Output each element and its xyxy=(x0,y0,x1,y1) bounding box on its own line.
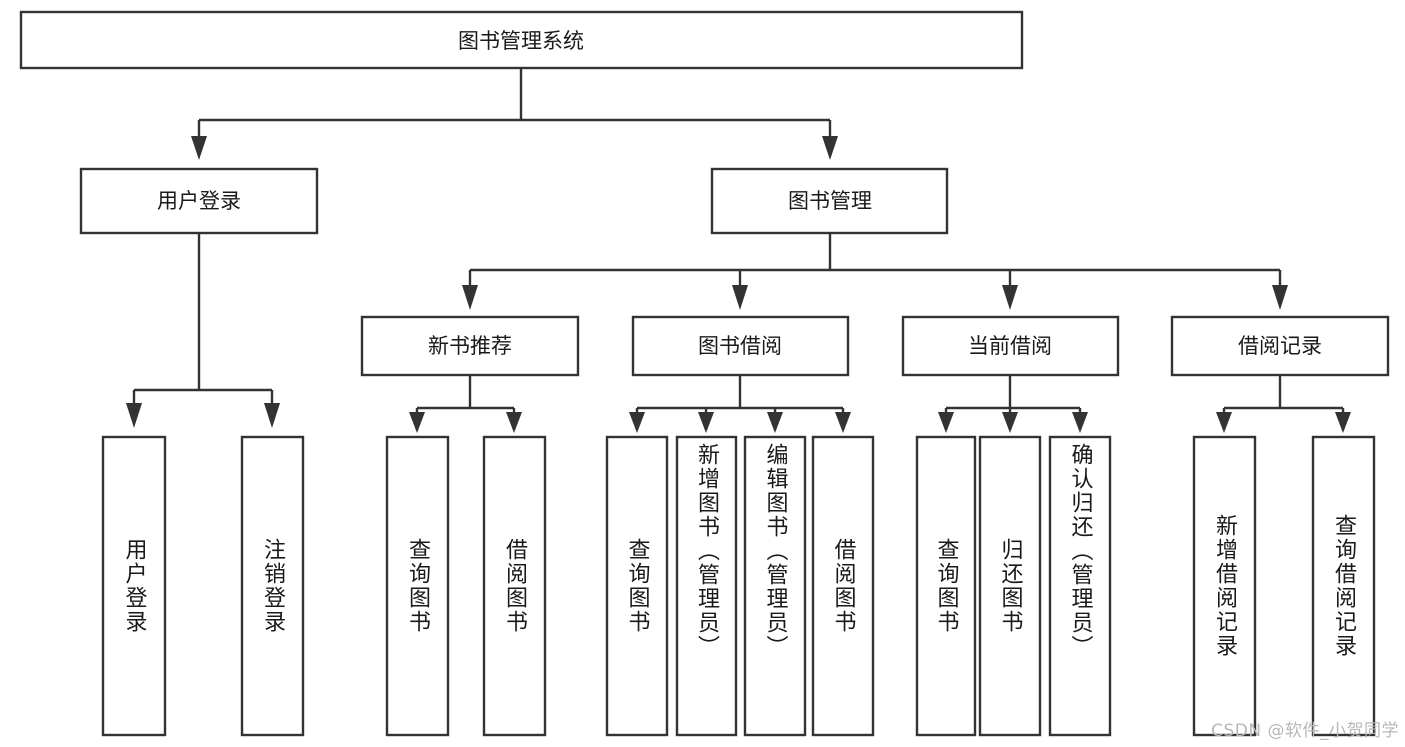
arrow-head-icon xyxy=(126,403,142,428)
node-user-login-label: 用户登录 xyxy=(157,189,241,213)
node-user-login-box[interactable] xyxy=(79,167,319,235)
node-new-book-recommend[interactable]: 新书推荐 xyxy=(360,315,580,377)
node-book-manage-label: 图书管理 xyxy=(788,189,872,213)
arrow-head-icon xyxy=(822,136,838,160)
arrow-head-icon xyxy=(506,412,522,433)
connector-userlogin-to-leaves xyxy=(126,233,280,428)
arrow-head-icon xyxy=(462,285,478,310)
arrow-head-icon xyxy=(1002,412,1018,433)
arrow-head-icon xyxy=(1272,285,1288,310)
leaf-box-add-borrow-record[interactable] xyxy=(1192,435,1257,737)
arrow-head-icon xyxy=(1002,285,1018,310)
connector-newbook-to-leaves xyxy=(409,375,522,433)
node-book-borrow-label: 图书借阅 xyxy=(698,334,782,358)
arrow-head-icon xyxy=(938,412,954,433)
leaf-box-borrow-book-1[interactable] xyxy=(482,435,547,737)
node-current-borrow[interactable]: 当前借阅 xyxy=(901,315,1120,377)
node-borrow-record-label: 借阅记录 xyxy=(1238,334,1322,358)
connector-root-to-level2 xyxy=(191,68,838,160)
node-current-borrow-label: 当前借阅 xyxy=(968,334,1052,358)
node-user-login[interactable]: 用户登录 xyxy=(79,167,319,235)
leaf-box-edit-book-admin[interactable] xyxy=(743,435,807,737)
leaf-box-query-book-1[interactable] xyxy=(385,435,450,737)
connector-bookmanage-to-level3 xyxy=(462,233,1288,310)
node-root-box[interactable] xyxy=(19,10,1024,70)
node-book-manage-box[interactable] xyxy=(710,167,949,235)
leaf-boxes-group xyxy=(101,435,1376,737)
arrow-head-icon xyxy=(835,412,851,433)
arrow-head-icon xyxy=(409,412,425,433)
leaf-box-logout-login[interactable] xyxy=(240,435,305,737)
arrow-head-icon xyxy=(1335,412,1351,433)
node-borrow-record-box[interactable] xyxy=(1170,315,1390,377)
node-new-book-recommend-box[interactable] xyxy=(360,315,580,377)
arrow-head-icon xyxy=(1216,412,1232,433)
connector-currentborrow-to-leaves xyxy=(938,375,1088,433)
arrow-head-icon xyxy=(732,285,748,310)
node-book-borrow[interactable]: 图书借阅 xyxy=(631,315,850,377)
node-borrow-record[interactable]: 借阅记录 xyxy=(1170,315,1390,377)
leaf-box-query-book-2[interactable] xyxy=(605,435,669,737)
leaf-box-user-login[interactable] xyxy=(101,435,167,737)
node-current-borrow-box[interactable] xyxy=(901,315,1120,377)
node-book-manage[interactable]: 图书管理 xyxy=(710,167,949,235)
node-new-book-recommend-label: 新书推荐 xyxy=(428,334,512,358)
arrow-head-icon xyxy=(629,412,645,433)
leaf-box-add-book-admin[interactable] xyxy=(675,435,738,737)
arrow-head-icon xyxy=(767,412,783,433)
arrow-head-icon xyxy=(698,412,714,433)
connector-borrowrecord-to-leaves xyxy=(1216,375,1351,433)
leaf-box-return-book[interactable] xyxy=(978,435,1042,737)
arrow-head-icon xyxy=(264,403,280,428)
leaf-box-query-book-3[interactable] xyxy=(915,435,977,737)
csdn-watermark: CSDN @软件_小贺同学 xyxy=(1211,721,1399,741)
leaf-box-confirm-return-admin[interactable] xyxy=(1048,435,1112,737)
arrow-head-icon xyxy=(1072,412,1088,433)
leaf-box-borrow-book-2[interactable] xyxy=(811,435,875,737)
arrow-head-icon xyxy=(191,136,207,160)
node-root-label: 图书管理系统 xyxy=(458,29,584,53)
node-root[interactable]: 图书管理系统 xyxy=(19,10,1024,70)
node-book-borrow-box[interactable] xyxy=(631,315,850,377)
connector-bookborrow-to-leaves xyxy=(629,375,851,433)
leaf-box-query-borrow-record[interactable] xyxy=(1311,435,1376,737)
